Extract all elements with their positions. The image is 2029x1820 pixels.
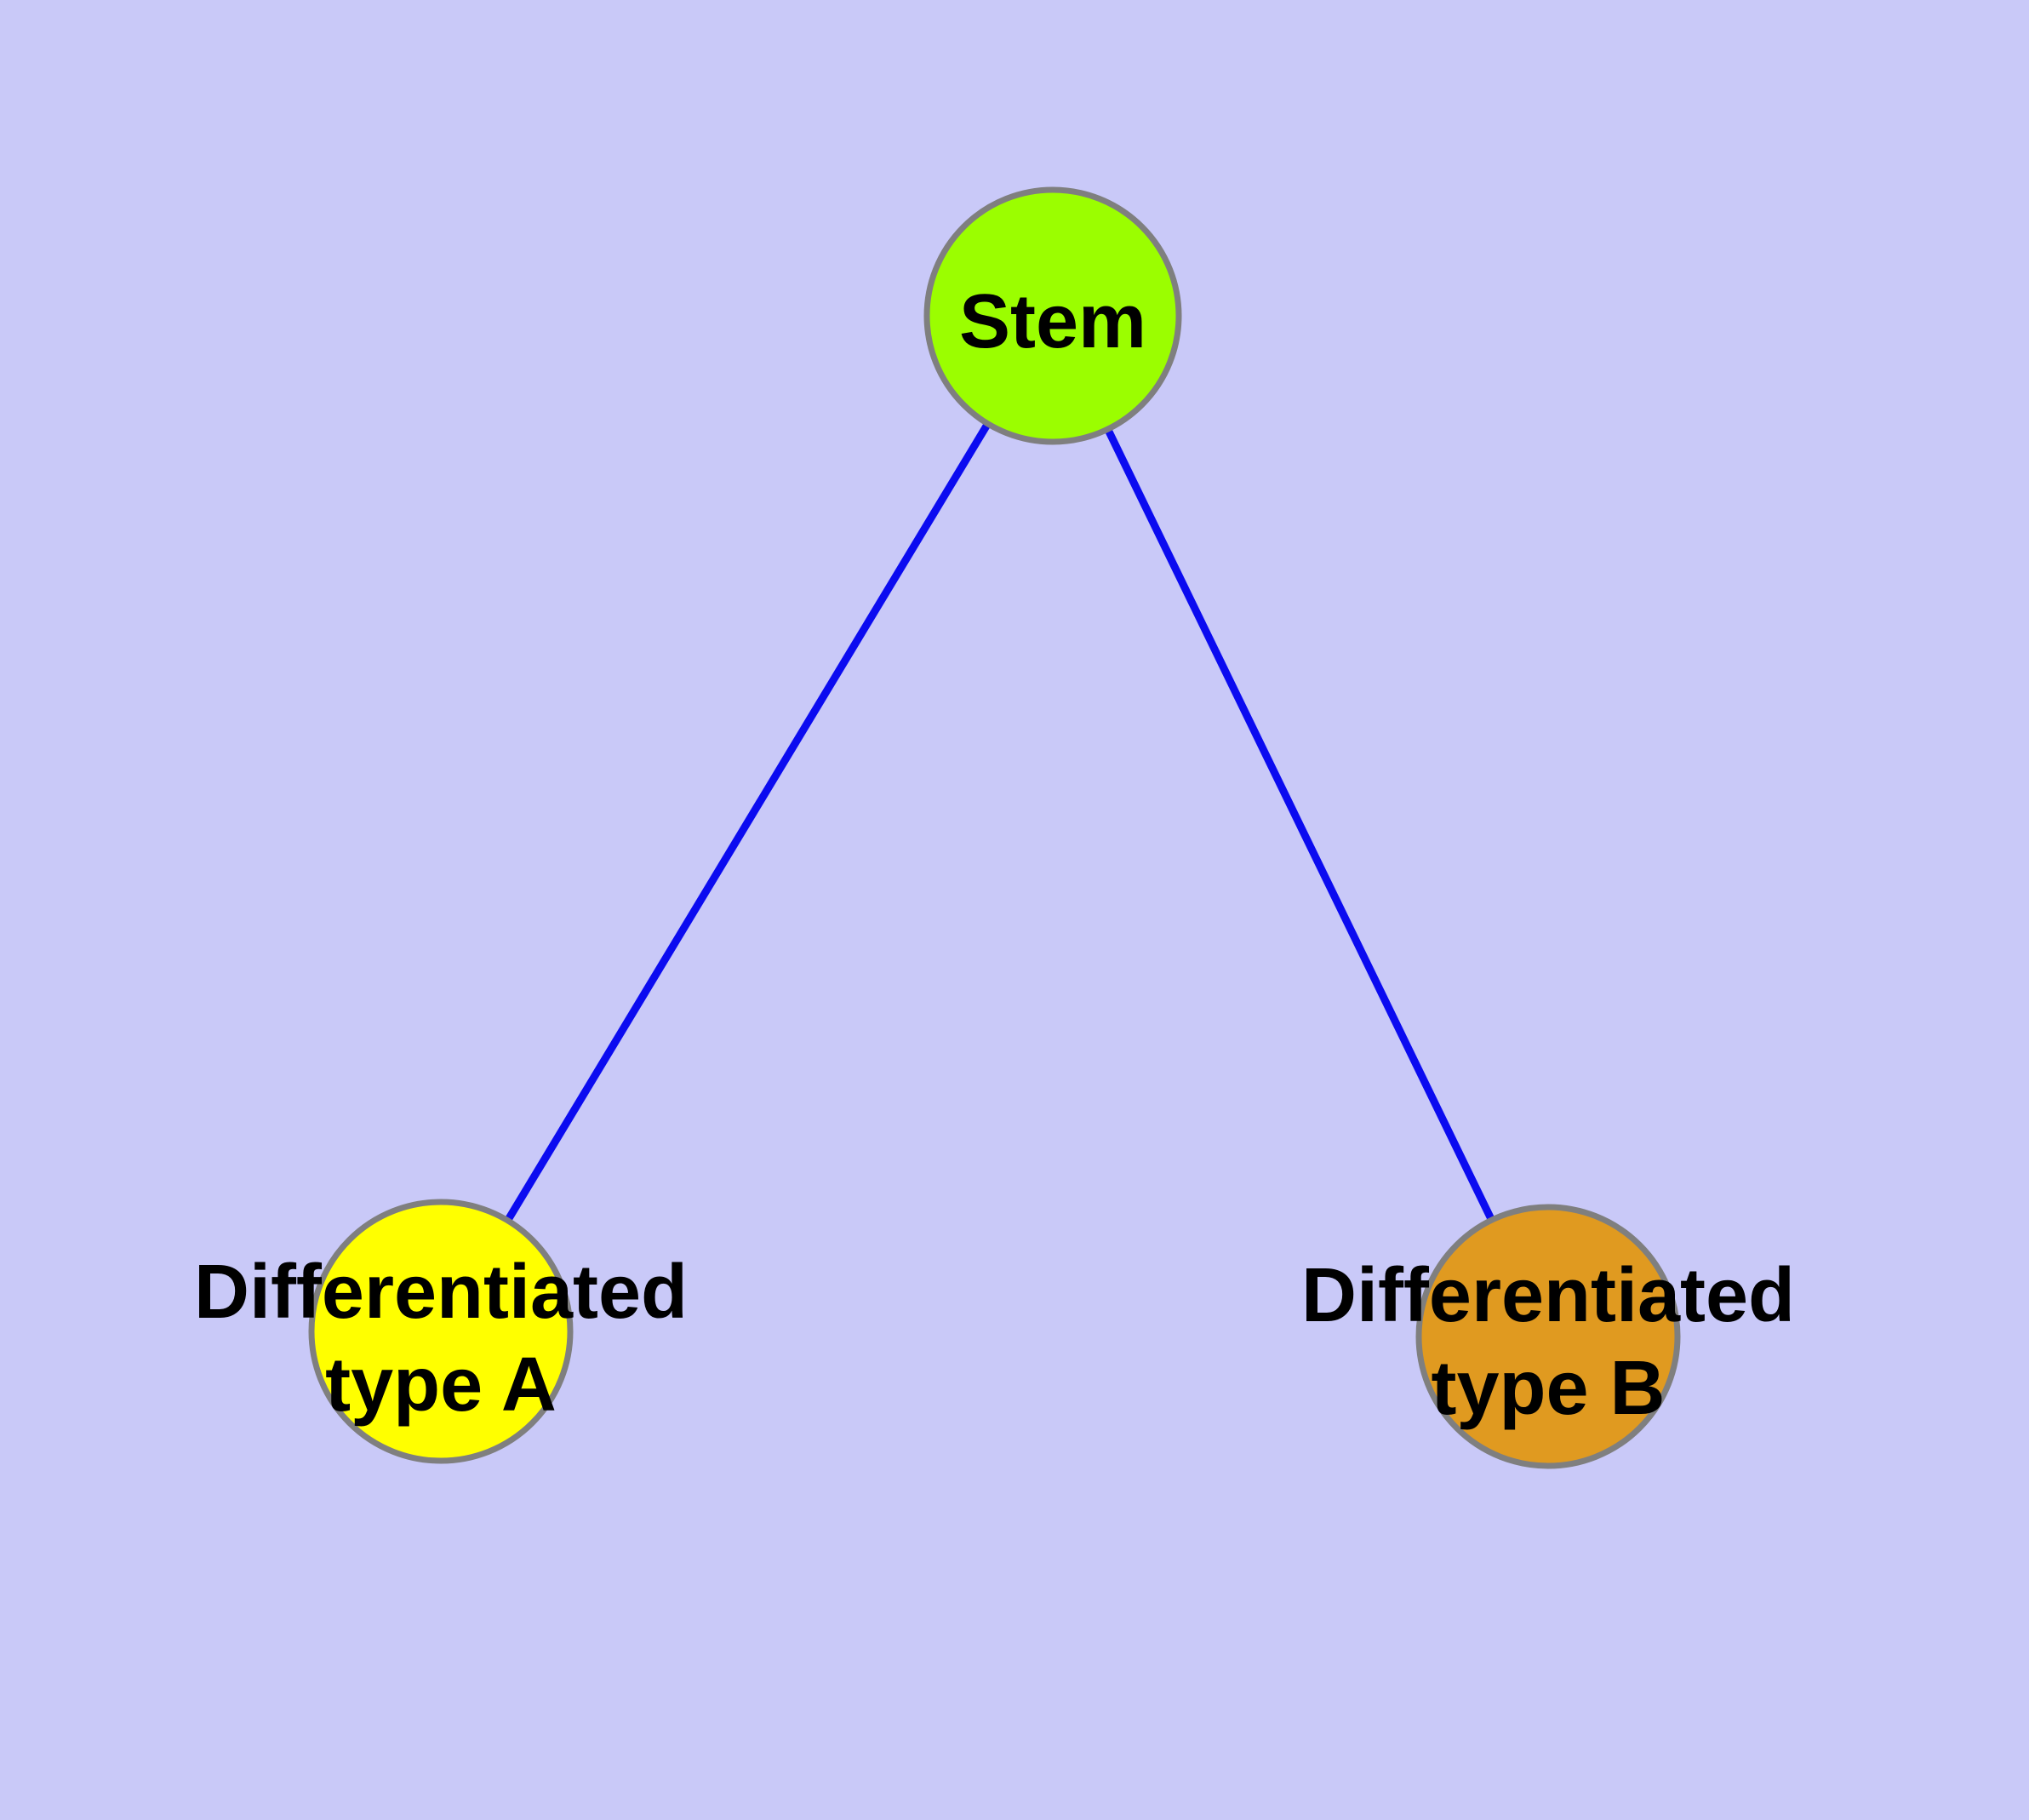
node-stem-label: Stem: [959, 279, 1146, 364]
node-type-a-label-line1: Differentiated: [194, 1250, 688, 1335]
edge-stem-to-type-a: [437, 313, 1056, 1334]
node-type-b-circle: [1415, 1204, 1681, 1469]
node-type-a-label-line2: type A: [325, 1342, 557, 1428]
node-type-b-label-line1: Differentiated: [1301, 1253, 1795, 1338]
node-type-b-label-line2: type B: [1431, 1346, 1665, 1431]
node-type-a-circle: [308, 1199, 574, 1464]
node-stem-circle: [923, 186, 1182, 445]
edge-stem-to-type-b: [1049, 314, 1552, 1338]
